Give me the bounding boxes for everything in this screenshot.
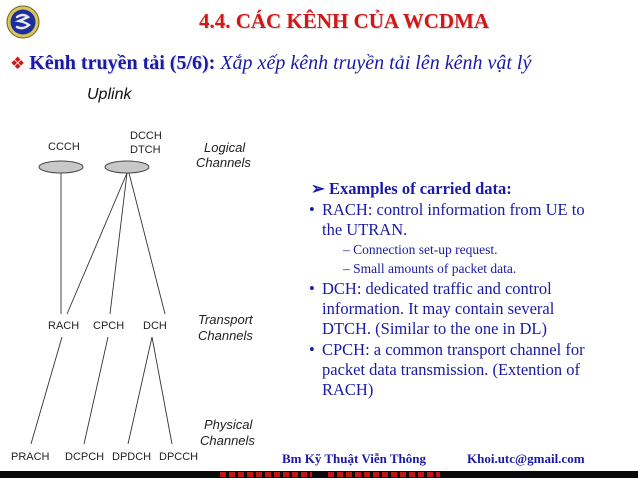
dcch-dtch-ellipse bbox=[104, 160, 150, 174]
bullet-rach: • RACH: control information from UE to t… bbox=[309, 200, 585, 239]
transport-channel-rach: RACH bbox=[48, 320, 79, 332]
examples-heading: ➢ Examples of carried data: bbox=[311, 179, 512, 198]
physical-channel-dpcch: DPCCH bbox=[159, 451, 198, 463]
bottom-decorative-bar bbox=[0, 471, 638, 478]
physical-layer-label-1: Physical bbox=[204, 417, 254, 432]
red-dots-decoration bbox=[220, 472, 440, 477]
university-emblem-icon bbox=[6, 5, 40, 39]
channel-mapping-diagram: CCCH DCCH DTCH Logical Channels Transpor… bbox=[11, 130, 255, 463]
subtitle-italic: Xắp xếp kênh truyền tải lên kênh vật lý bbox=[220, 52, 532, 74]
ccch-label: CCCH bbox=[48, 141, 80, 153]
transport-channel-cpch: CPCH bbox=[93, 320, 124, 332]
transport-layer-label-1: Transport bbox=[198, 312, 254, 327]
bullet-dot-icon: • bbox=[309, 340, 315, 359]
arrow-bullet-icon: ➢ bbox=[311, 179, 325, 198]
dcch-label: DCCH bbox=[130, 130, 162, 142]
physical-layer-label-2: Channels bbox=[200, 433, 255, 448]
transport-layer-label-2: Channels bbox=[198, 328, 253, 343]
logical-layer-label-1: Logical bbox=[204, 140, 246, 155]
slide-title: 4.4. CÁC KÊNH CỦA WCDMA bbox=[198, 9, 490, 33]
footer-department: Bm Kỹ Thuật Viễn Thông bbox=[282, 451, 427, 466]
footer-email: Khoi.utc@gmail.com bbox=[467, 451, 585, 466]
bullet-dot-icon: • bbox=[309, 279, 315, 298]
sub-bullet-connection: – Connection set-up request. bbox=[343, 242, 498, 257]
dtch-label: DTCH bbox=[130, 144, 161, 156]
transport-channel-dch: DCH bbox=[143, 320, 167, 332]
bullet-cpch: • CPCH: a common transport channel for p… bbox=[309, 340, 585, 399]
sub-bullet-packet-data: – Small amounts of packet data. bbox=[343, 261, 517, 276]
diamond-bullet-icon: ❖ bbox=[10, 54, 26, 73]
section-subtitle: ❖Kênh truyền tải (5/6): Xắp xếp kênh tru… bbox=[10, 52, 531, 75]
logical-layer-label-2: Channels bbox=[196, 155, 251, 170]
physical-channel-prach: PRACH bbox=[11, 451, 50, 463]
subtitle-bold: Kênh truyền tải (5/6): bbox=[29, 52, 216, 74]
mapping-lines bbox=[30, 172, 173, 445]
physical-channel-dpdch: DPDCH bbox=[112, 451, 151, 463]
diagram-title: Uplink bbox=[87, 86, 132, 103]
bullet-dch: • DCH: dedicated traffic and control inf… bbox=[309, 279, 555, 338]
physical-channel-dcpch: DCPCH bbox=[65, 451, 104, 463]
bullet-dot-icon: • bbox=[309, 200, 315, 219]
examples-text: ➢ Examples of carried data: • RACH: cont… bbox=[309, 178, 638, 400]
ccch-ellipse bbox=[38, 160, 84, 174]
